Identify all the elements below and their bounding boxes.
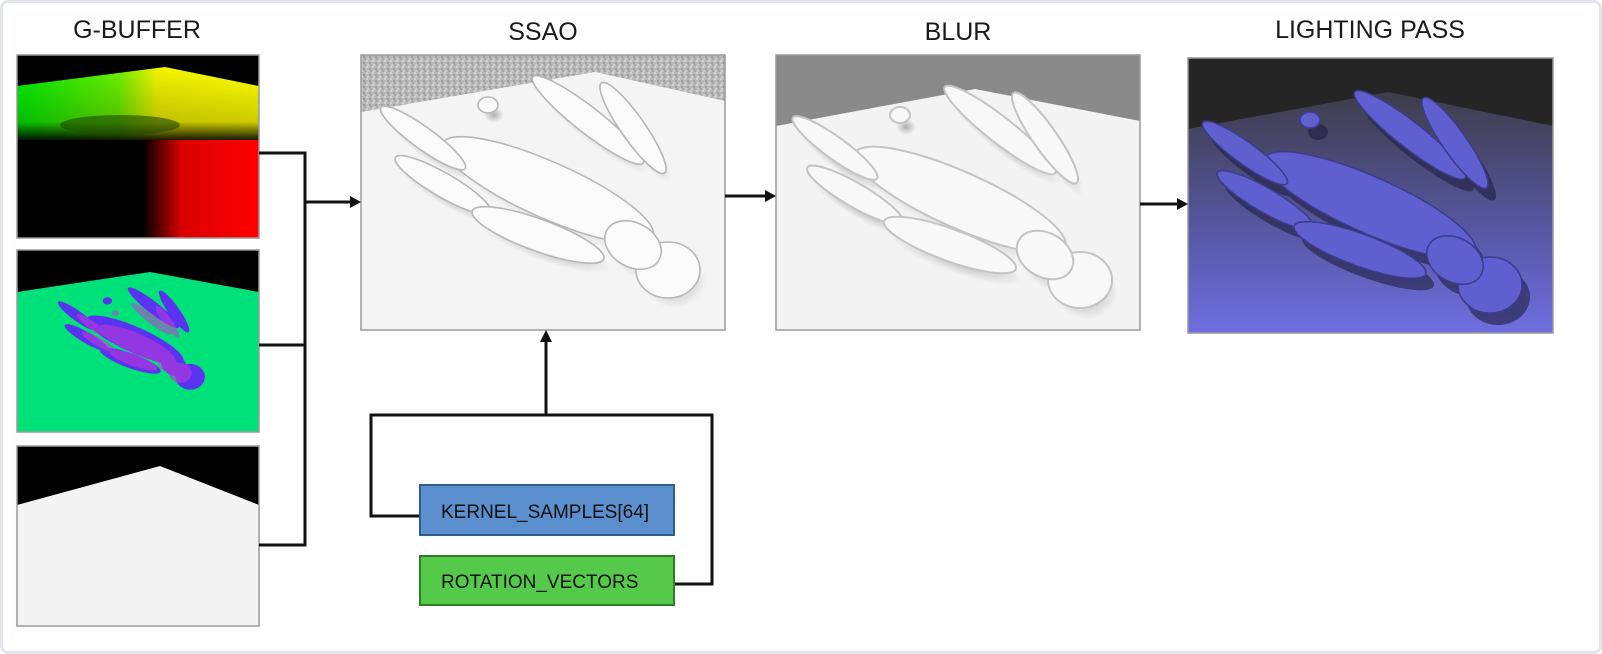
ssao-to-blur-arrow	[725, 190, 776, 202]
gbuffer-title: G-BUFFER	[73, 16, 201, 44]
gbuffer-normal-image	[16, 249, 260, 433]
gbuffer-position-image	[16, 54, 260, 239]
kernel-samples-label: KERNEL_SAMPLES[64]	[441, 502, 649, 523]
ssao-image	[360, 54, 726, 331]
blur-title: BLUR	[925, 18, 992, 46]
blur-image	[775, 54, 1141, 331]
kernel-samples-box: KERNEL_SAMPLES[64]	[419, 484, 675, 536]
blur-to-lighting-arrow	[1140, 198, 1188, 210]
gbuffer-albedo-image	[16, 445, 260, 627]
lighting-pass-image	[1187, 57, 1554, 334]
inputs-to-ssao-connector	[369, 330, 714, 586]
rotation-vectors-label: ROTATION_VECTORS	[441, 572, 638, 593]
rotation-vectors-box: ROTATION_VECTORS	[419, 555, 675, 606]
ssao-title: SSAO	[508, 18, 577, 46]
lighting-pass-title: LIGHTING PASS	[1275, 16, 1465, 44]
gbuffer-merge-connector	[259, 151, 361, 547]
